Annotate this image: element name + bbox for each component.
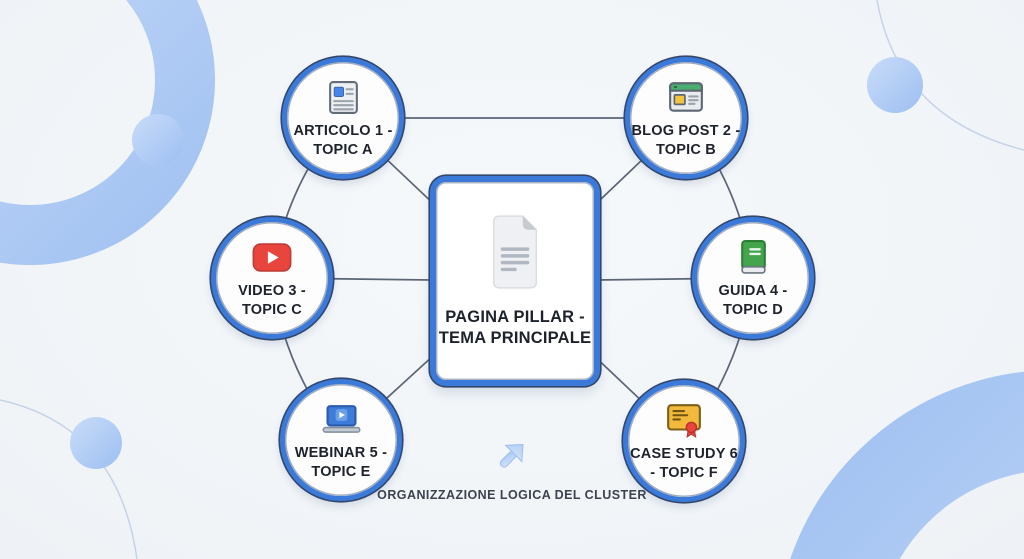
article-icon xyxy=(325,77,362,117)
corner-arc-top-right xyxy=(876,0,1024,151)
cluster-node-video-3: VIDEO 3 - TOPIC C xyxy=(211,217,333,339)
cluster-node-label: CASE STUDY 6 - TOPIC F xyxy=(630,446,738,481)
corner-dot-top-right xyxy=(867,57,923,113)
certificate-icon xyxy=(665,400,703,440)
cluster-node-case-study-6: CASE STUDY 6 - TOPIC F xyxy=(623,380,745,502)
laptop-play-icon xyxy=(320,399,363,439)
arrow-up-right-icon xyxy=(491,434,533,476)
pillar-page-node: PAGINA PILLAR - TEMA PRINCIPALE xyxy=(430,176,600,386)
pillar-page-label: PAGINA PILLAR - TEMA PRINCIPALE xyxy=(438,307,592,347)
cluster-node-webinar-5: WEBINAR 5 - TOPIC E xyxy=(280,379,402,501)
cluster-node-label: BLOG POST 2 - TOPIC B xyxy=(631,123,741,158)
diagram-caption: ORGANIZZAZIONE LOGICA DEL CLUSTER xyxy=(377,488,647,502)
corner-dot-bottom-left xyxy=(70,417,122,469)
book-icon xyxy=(737,237,770,277)
corner-ring-top-left xyxy=(0,0,215,265)
cluster-node-label: ARTICOLO 1 - TOPIC A xyxy=(293,123,393,158)
cluster-node-label: VIDEO 3 - TOPIC C xyxy=(238,283,306,318)
corner-arc-bottom-left xyxy=(0,399,138,559)
corner-dot-top-left xyxy=(132,114,184,166)
cluster-node-guida-4: GUIDA 4 - TOPIC D xyxy=(692,217,814,339)
browser-icon xyxy=(667,77,705,117)
cluster-node-blog-post-2: BLOG POST 2 - TOPIC B xyxy=(625,57,747,179)
cluster-node-label: GUIDA 4 - TOPIC D xyxy=(718,283,788,318)
document-icon xyxy=(484,213,546,291)
cluster-node-label: WEBINAR 5 - TOPIC E xyxy=(294,445,388,480)
cluster-node-articolo-1: ARTICOLO 1 - TOPIC A xyxy=(282,57,404,179)
video-play-icon xyxy=(251,237,293,277)
